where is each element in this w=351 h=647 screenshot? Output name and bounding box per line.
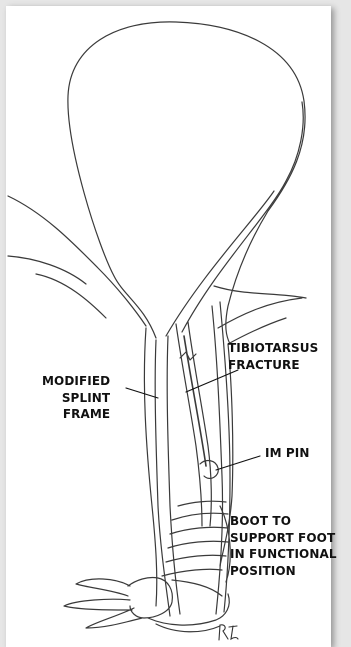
boot-label: BOOT TO SUPPORT FOOT IN FUNCTIONAL POSIT… <box>230 513 337 579</box>
boot-label-line: SUPPORT FOOT <box>230 530 337 547</box>
body-contour <box>8 196 146 326</box>
artist-signature-icon <box>216 621 240 643</box>
splint-frame-label: MODIFIED SPLINT FRAME <box>42 373 110 423</box>
tail-contour-2 <box>218 298 302 328</box>
boot-wrap-6 <box>162 569 222 576</box>
tail-contour <box>214 286 306 298</box>
im-pin-label-text: IM PIN <box>265 445 310 462</box>
tibiotarsus-bone <box>176 324 202 526</box>
leader-splint <box>126 388 158 398</box>
boot-wrap-2 <box>172 513 228 520</box>
im-pin-cap <box>200 461 218 479</box>
fracture-label-line: TIBIOTARSUS <box>228 340 318 357</box>
boot-front <box>172 580 222 596</box>
boot-wrap-5 <box>166 555 226 562</box>
boot-label-line: BOOT TO <box>230 513 337 530</box>
splint-label-line: FRAME <box>42 406 110 423</box>
body-contour-3 <box>36 274 106 318</box>
fracture-label: TIBIOTARSUS FRACTURE <box>228 340 318 373</box>
boot-label-line: IN FUNCTIONAL <box>230 546 337 563</box>
thigh-inner-line-2 <box>166 191 274 336</box>
illustration-card: MODIFIED SPLINT FRAME TIBIOTARSUS FRACTU… <box>6 6 331 647</box>
body-contour-2 <box>8 256 86 284</box>
boot-label-line: POSITION <box>230 563 337 580</box>
foot-toe <box>76 579 130 596</box>
im-pin-label: IM PIN <box>265 445 310 462</box>
splint-label-line: MODIFIED <box>42 373 110 390</box>
leader-pin <box>216 456 260 470</box>
foot-toe-2 <box>64 599 132 610</box>
leader-fracture <box>186 370 238 392</box>
fracture-label-line: FRACTURE <box>228 357 318 374</box>
boot-wrap-3 <box>170 527 228 534</box>
splint-label-line: SPLINT <box>42 390 110 407</box>
thigh-inner-line <box>182 102 303 332</box>
foot-toe-3 <box>86 608 142 628</box>
thigh-outline <box>68 22 305 344</box>
boot-wrap-4 <box>168 541 228 548</box>
splint-rod-right <box>212 306 223 614</box>
